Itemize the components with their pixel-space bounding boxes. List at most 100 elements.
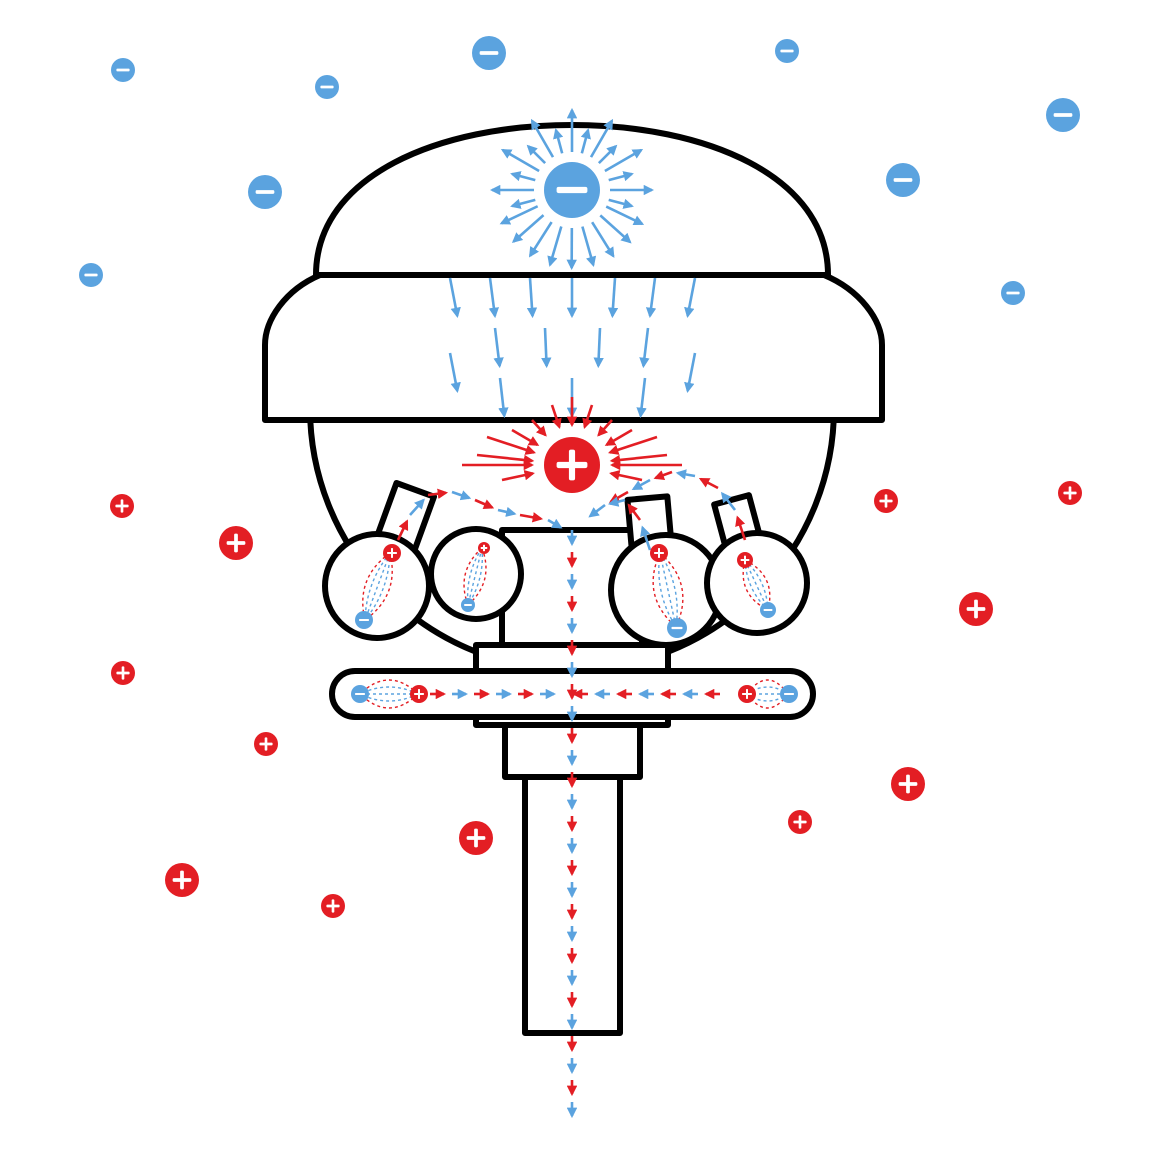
charge-positive-ball-4	[737, 552, 753, 568]
charge-positive-ball-3	[650, 544, 668, 562]
field-arrow-down	[639, 327, 650, 369]
free-positive-charge	[891, 767, 925, 801]
free-positive-charge	[874, 489, 898, 513]
path-arrow-left	[547, 518, 563, 529]
free-positive-charge	[321, 894, 345, 918]
field-arrow-down	[526, 277, 538, 319]
path-arrow-right	[631, 478, 651, 491]
free-negative-charge	[248, 175, 282, 209]
charge-negative-ball-2	[461, 598, 475, 612]
field-arrow-radial	[510, 198, 536, 209]
path-arrow-right	[735, 515, 747, 541]
field-arrow-converge	[609, 470, 643, 482]
path-arrow-right-inner	[640, 525, 652, 551]
path-arrow-left	[519, 512, 544, 523]
field-arrow-converge	[476, 453, 535, 466]
field-arrow-converge	[486, 435, 536, 455]
field-arrow-radial	[604, 148, 644, 173]
field-arrow-radial	[500, 148, 540, 173]
free-negative-charge	[315, 75, 339, 99]
path-arrow-left	[427, 488, 449, 499]
field-arrow-radial	[589, 118, 614, 158]
charge-negative-top-center	[544, 162, 600, 218]
path-arrow-right	[720, 491, 737, 511]
field-arrow-radial	[580, 128, 591, 154]
free-positive-charge	[110, 494, 134, 518]
field-arrow-down	[636, 377, 647, 419]
free-negative-charge	[886, 163, 920, 197]
field-arrow-radial	[608, 171, 634, 182]
path-arrow-right-inner	[627, 503, 642, 521]
field-arrow-radial	[526, 144, 547, 165]
field-arrow-down	[607, 277, 619, 319]
field-arrow-radial	[591, 221, 615, 258]
charge-positive-bar-right	[738, 685, 756, 703]
field-arrow-down	[684, 277, 697, 319]
free-negative-charge	[472, 36, 506, 70]
free-positive-charge	[254, 732, 278, 756]
path-arrow-right	[653, 470, 673, 481]
charge-negative-ball-1	[355, 611, 373, 629]
field-arrow-radial	[547, 226, 563, 267]
field-arrow-radial	[511, 214, 545, 243]
field-arrow-converge	[511, 428, 540, 446]
free-negative-charge	[79, 263, 103, 287]
field-arrow-down	[593, 327, 604, 369]
free-positive-charge	[959, 592, 993, 626]
charge-positive-bar-left	[410, 685, 428, 703]
field-lines	[359, 107, 789, 1119]
charge-positive-center	[544, 437, 600, 493]
field-arrow-radial	[597, 144, 618, 165]
path-arrow-right	[588, 503, 606, 518]
free-positive-charge	[1058, 481, 1082, 505]
field-arrow-radial	[553, 128, 564, 154]
field-arrow-down	[684, 352, 697, 394]
cap-band	[262, 272, 885, 423]
free-negative-charge	[775, 39, 799, 63]
side-ball-1	[322, 531, 432, 641]
field-arrow-radial	[529, 221, 553, 258]
charges	[79, 36, 1082, 918]
path-arrow-left	[497, 506, 517, 517]
field-arrow-converge	[501, 470, 535, 482]
field-arrow-down	[488, 277, 500, 319]
free-positive-charge	[219, 526, 253, 560]
field-arrow-radial	[499, 205, 539, 225]
field-arrow-radial	[608, 198, 634, 209]
free-positive-charge	[111, 661, 135, 685]
device-body	[262, 122, 885, 1036]
field-arrow-down	[498, 377, 509, 419]
field-arrow-radial	[530, 118, 555, 158]
field-arrow-radial	[510, 171, 536, 182]
charge-positive-ball-2	[478, 542, 490, 554]
field-arrow-converge	[550, 404, 562, 430]
path-arrow-left	[474, 498, 495, 509]
field-arrow-radial	[605, 205, 645, 226]
field-arrow-down	[541, 327, 552, 369]
field-arrow-converge	[597, 419, 613, 437]
free-negative-charge	[111, 58, 135, 82]
charge-negative-ball-3	[667, 618, 687, 638]
field-arrow-down	[448, 277, 461, 319]
path-arrow-right-inner	[607, 496, 626, 507]
path-arrow-right	[675, 469, 696, 480]
path-arrow-left	[396, 519, 409, 541]
field-arrow-converge	[604, 428, 633, 446]
path-arrow-left	[451, 490, 472, 501]
field-arrow-converge	[531, 419, 547, 437]
charge-negative-bar-left	[351, 685, 369, 703]
field-arrow-radial	[581, 226, 597, 268]
free-positive-charge	[788, 810, 812, 834]
field-arrow-radial	[599, 214, 632, 244]
free-positive-charge	[459, 821, 493, 855]
field-arrow-down	[448, 352, 461, 394]
field-arrow-converge	[582, 404, 594, 430]
charge-negative-ball-4	[760, 602, 776, 618]
field-arrow-down	[645, 277, 657, 319]
free-positive-charge	[165, 863, 199, 897]
path-arrow-right	[698, 477, 719, 490]
side-ball-4	[704, 530, 810, 636]
path-arrow-left	[409, 498, 425, 516]
